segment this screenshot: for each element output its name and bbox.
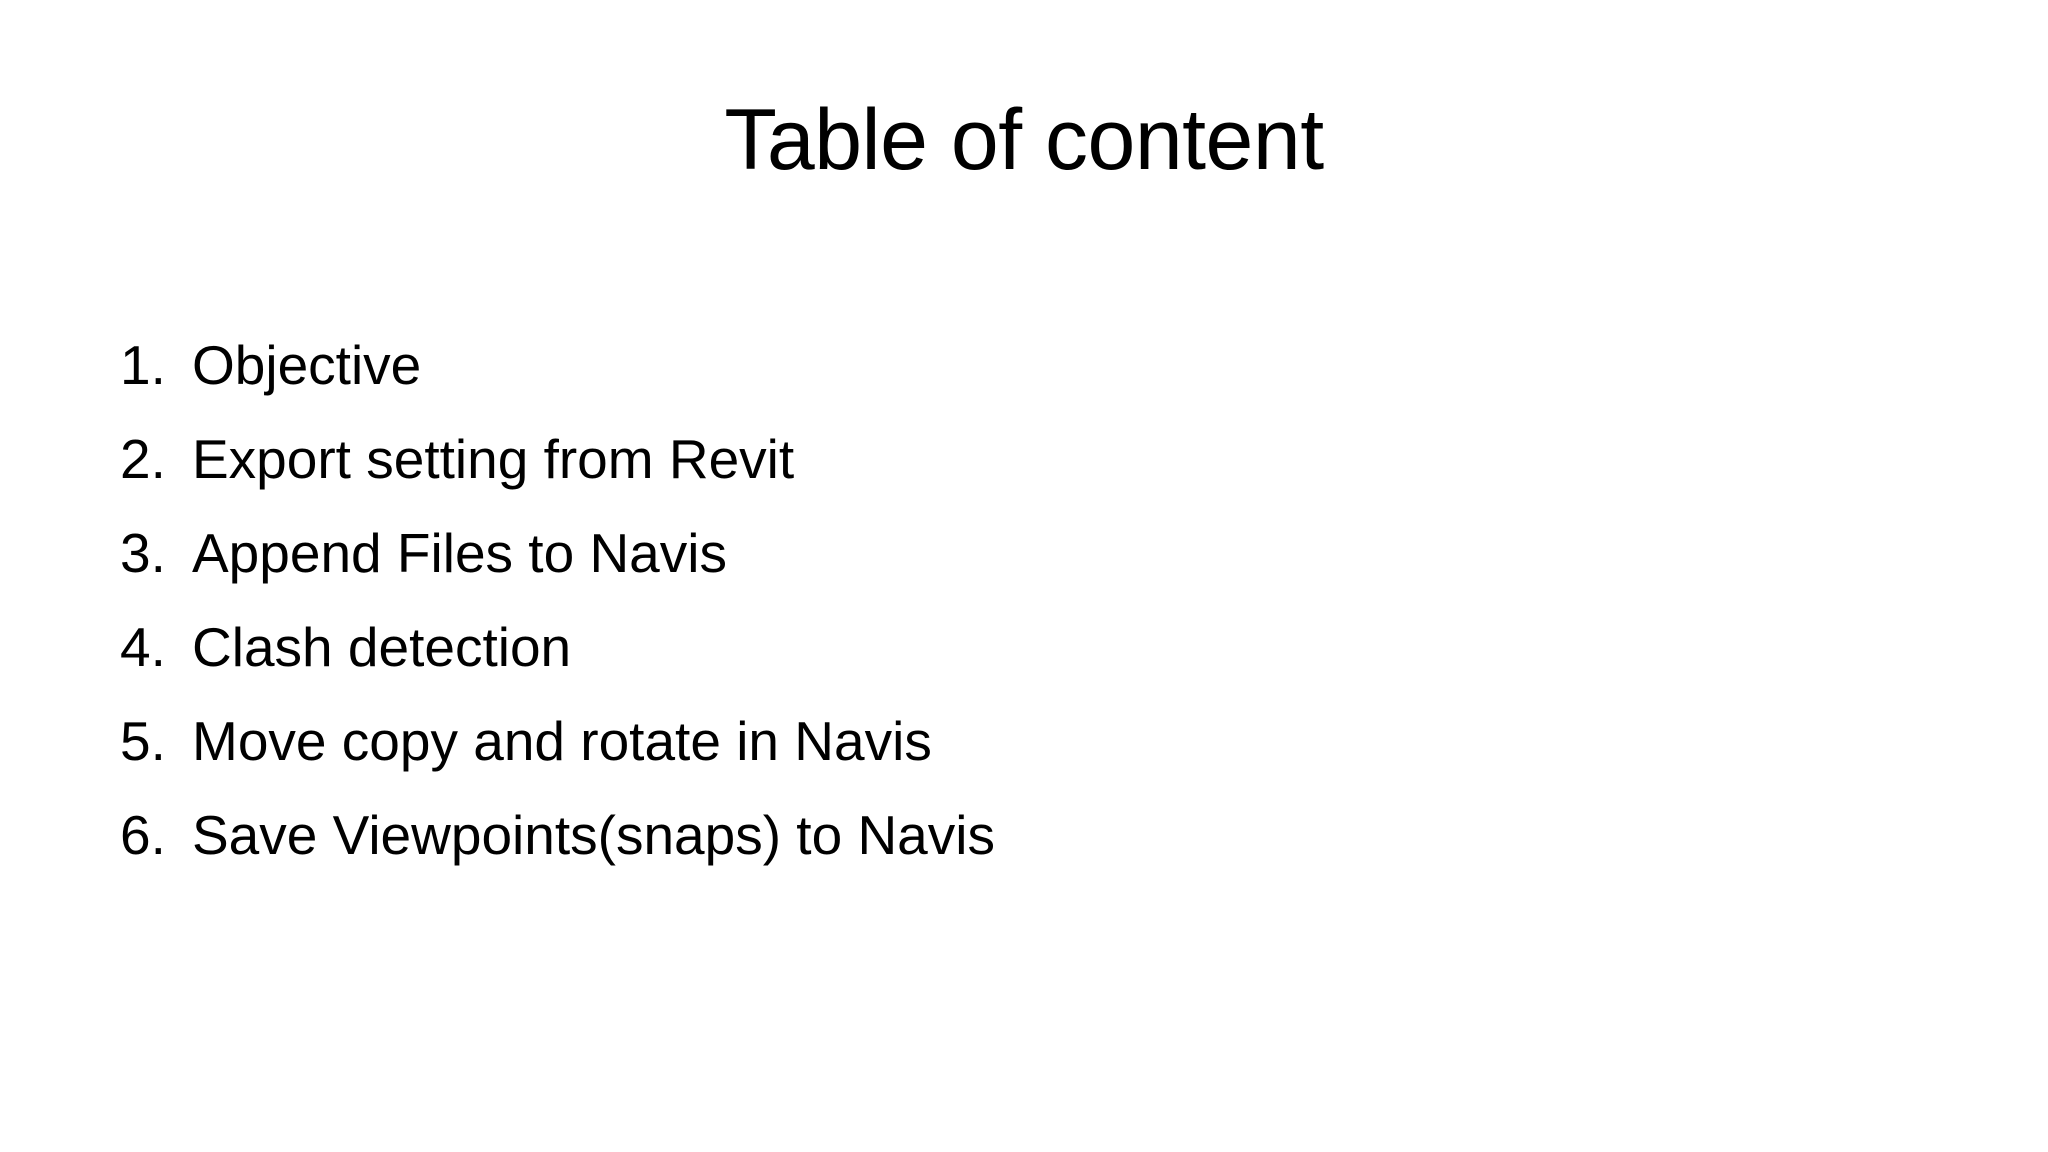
list-item-number: 6. (120, 804, 166, 866)
list-item-label: Save Viewpoints(snaps) to Navis (192, 804, 995, 866)
list-item: 6. Save Viewpoints(snaps) to Navis (120, 788, 1820, 882)
list-item-number: 1. (120, 334, 166, 396)
list-item: 4. Clash detection (120, 600, 1820, 694)
list-item-label: Clash detection (192, 616, 572, 678)
list-item-label: Move copy and rotate in Navis (192, 710, 932, 772)
list-item: 5. Move copy and rotate in Navis (120, 694, 1820, 788)
list-item-label: Append Files to Navis (192, 522, 727, 584)
page-title: Table of content (724, 92, 1324, 188)
list-item: 2. Export setting from Revit (120, 412, 1820, 506)
list-item-number: 5. (120, 710, 166, 772)
list-item-label: Export setting from Revit (192, 428, 795, 490)
list-item-label: Objective (192, 334, 422, 396)
list-item-number: 2. (120, 428, 166, 490)
list-item-number: 4. (120, 616, 166, 678)
table-of-contents-list: 1. Objective 2. Export setting from Revi… (120, 318, 1820, 882)
list-item-number: 3. (120, 522, 166, 584)
list-item: 1. Objective (120, 318, 1820, 412)
list-item: 3. Append Files to Navis (120, 506, 1820, 600)
